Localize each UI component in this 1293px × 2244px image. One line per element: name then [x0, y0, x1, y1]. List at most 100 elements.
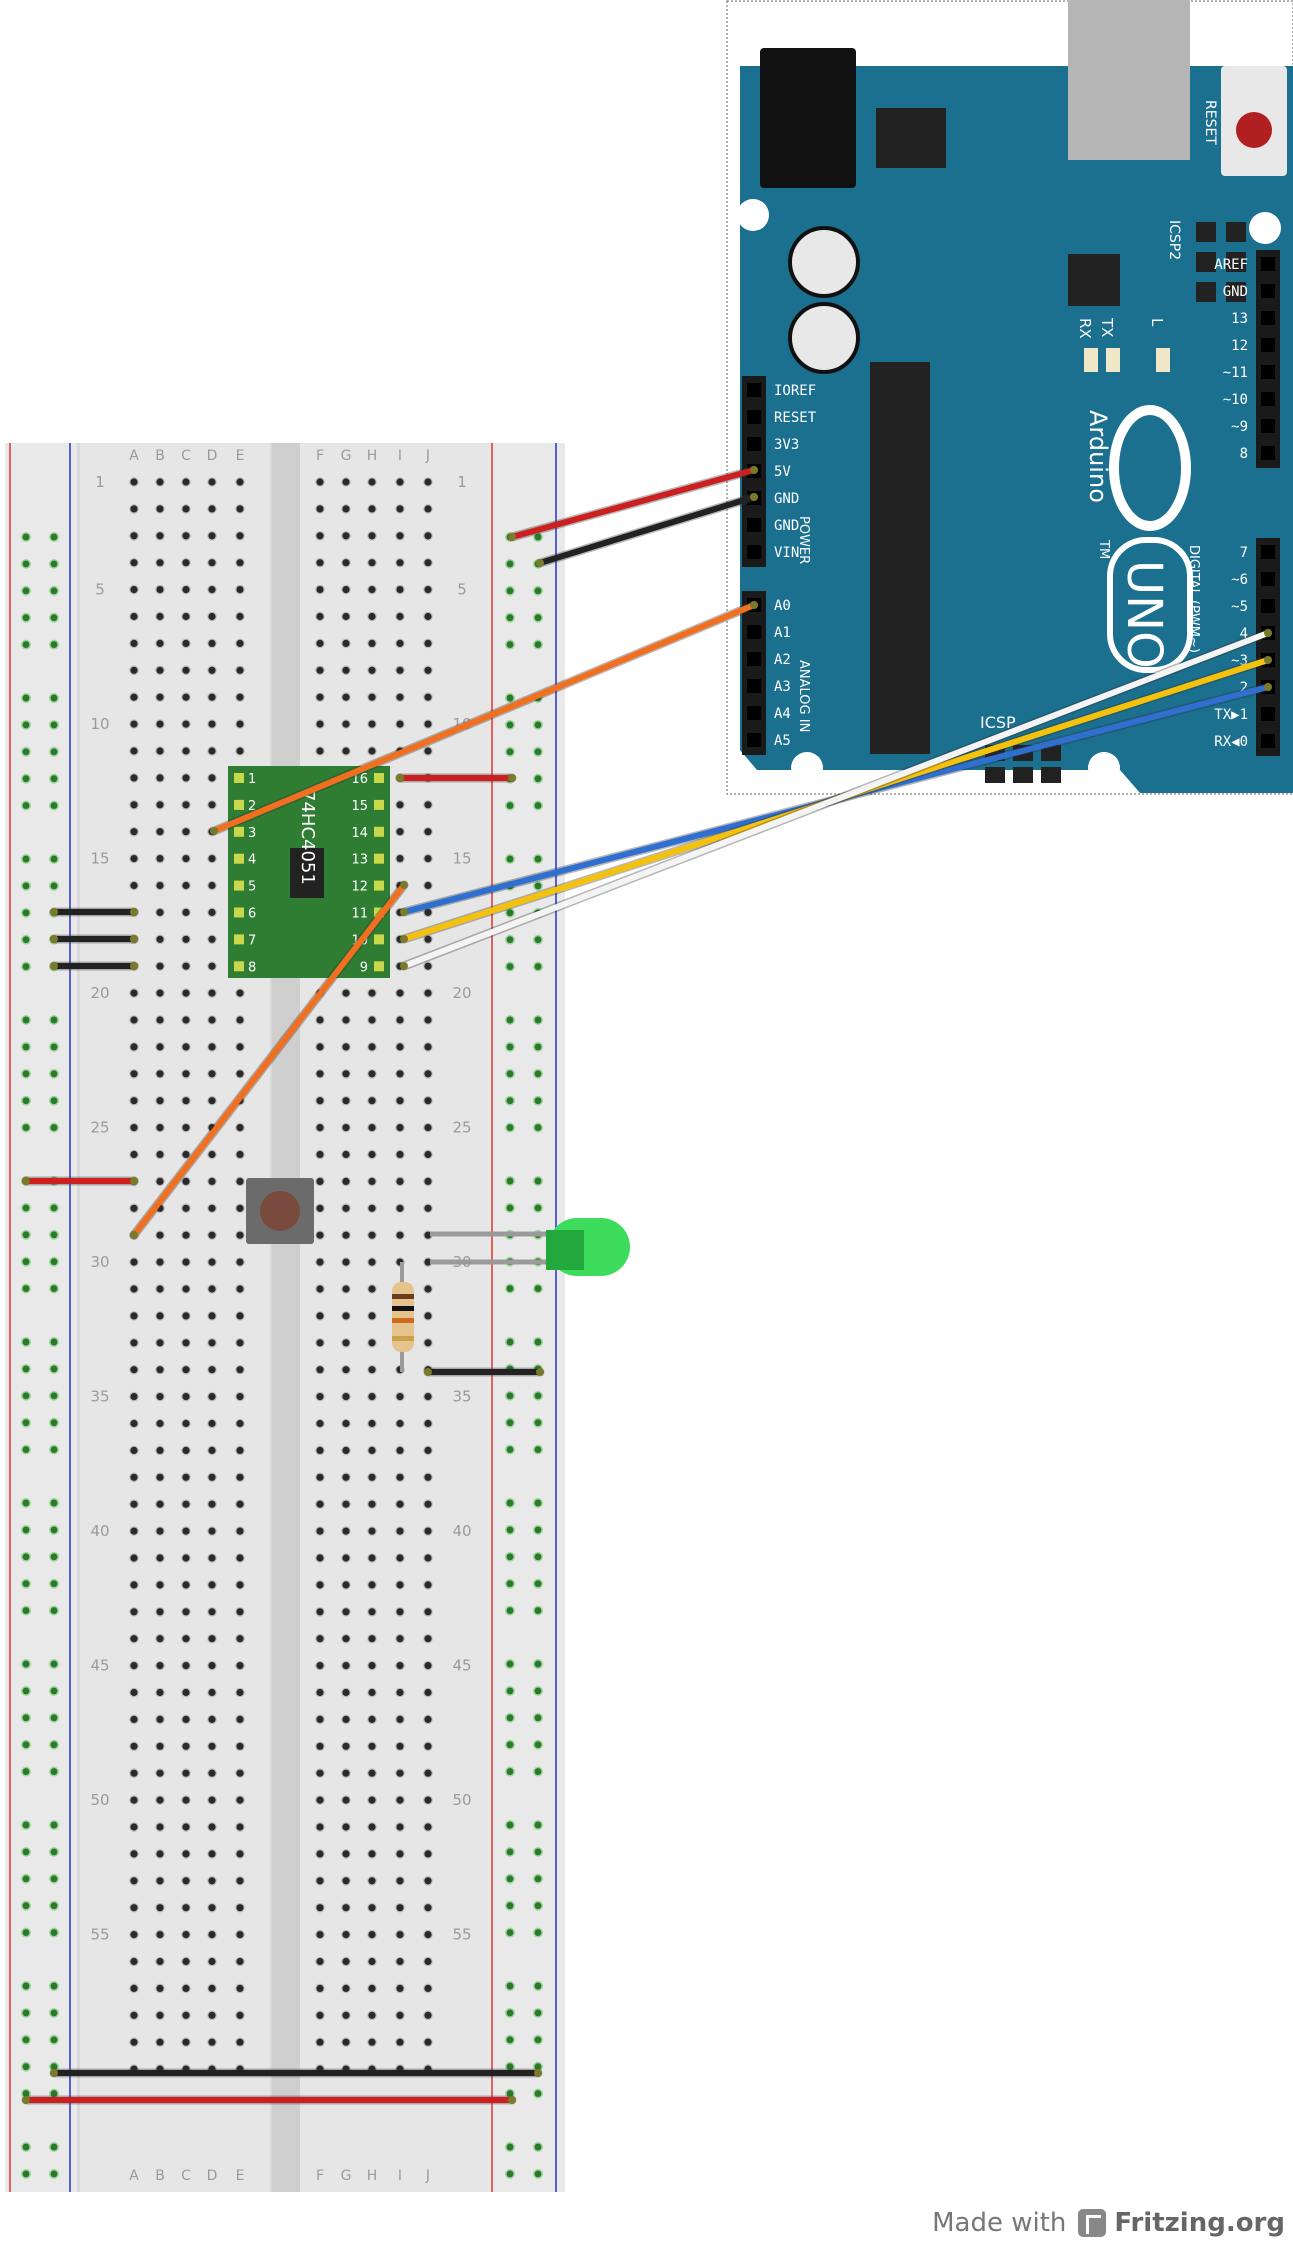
- breadboard-hole: [129, 1633, 139, 1644]
- rail-hole: [21, 773, 31, 784]
- breadboard-hole: [129, 1849, 139, 1859]
- breadboard-hole: [207, 504, 217, 514]
- breadboard-hole: [367, 1338, 377, 1348]
- board-led-label: L: [1148, 318, 1166, 327]
- breadboard-hole: [181, 1230, 191, 1240]
- rail-hole: [505, 1551, 515, 1562]
- breadboard-hole: [129, 1714, 139, 1725]
- rail-hole: [505, 1927, 515, 1938]
- rail-hole: [533, 1659, 543, 1669]
- row-number: 50: [452, 1791, 471, 1809]
- digital-bottom-pin-label: RX◀0: [1214, 734, 1248, 750]
- breadboard-hole: [341, 504, 351, 514]
- breadboard-hole: [207, 1499, 217, 1509]
- breadboard-hole: [367, 1983, 377, 1994]
- breadboard-hole: [341, 1553, 351, 1563]
- rail-hole: [505, 585, 515, 596]
- breadboard-hole: [341, 1956, 351, 1967]
- usb-chip: [1068, 254, 1120, 306]
- digital-bottom-pin: [1261, 545, 1275, 559]
- breadboard-hole: [341, 1822, 351, 1832]
- breadboard-hole: [129, 1526, 139, 1536]
- breadboard-hole: [129, 1741, 139, 1752]
- breadboard-hole: [155, 1714, 165, 1725]
- breadboard-hole: [155, 1553, 165, 1563]
- breadboard-hole: [423, 1902, 433, 1913]
- breadboard-hole: [423, 1660, 433, 1671]
- breadboard-hole: [423, 1633, 433, 1644]
- breadboard-hole: [155, 1472, 165, 1483]
- column-letter: B: [155, 448, 165, 464]
- breadboard-hole: [235, 530, 245, 541]
- breadboard-hole: [367, 1822, 377, 1832]
- breadboard-hole: [395, 1956, 405, 1967]
- breadboard-hole: [181, 557, 191, 568]
- rail-hole: [505, 1712, 515, 1723]
- rail-hole: [21, 1766, 31, 1777]
- breadboard-hole: [129, 611, 139, 622]
- breadboard-hole: [235, 1338, 245, 1348]
- breadboard-hole: [207, 1553, 217, 1563]
- analog-pin-label: A3: [774, 679, 791, 695]
- breadboard-hole: [423, 1499, 433, 1509]
- row-number: 55: [90, 1926, 109, 1944]
- reset-button-cap: [1236, 112, 1272, 148]
- rail-hole: [21, 1551, 31, 1562]
- chip-pin-label: 9: [360, 960, 368, 975]
- breadboard-hole: [235, 504, 245, 514]
- breadboard-hole: [341, 1069, 351, 1079]
- breadboard-hole: [155, 1176, 165, 1187]
- rail-hole: [49, 1900, 59, 1911]
- rail-hole: [49, 773, 59, 784]
- components: 74HC405112345678161514131211109: [228, 766, 630, 1372]
- rail-hole: [49, 2168, 59, 2179]
- breadboard-hole: [129, 1580, 139, 1590]
- breadboard-hole: [155, 1876, 165, 1886]
- breadboard-hole: [207, 853, 217, 864]
- chip-pin: [374, 853, 384, 864]
- breadboard-hole: [235, 1714, 245, 1725]
- rail-hole: [21, 1873, 31, 1884]
- chip-pin-label: 3: [248, 826, 256, 841]
- breadboard-hole: [367, 1687, 377, 1698]
- breadboard-hole: [235, 746, 245, 756]
- breadboard-hole: [181, 1042, 191, 1052]
- breadboard-hole: [395, 1526, 405, 1536]
- breadboard-hole: [181, 1338, 191, 1348]
- breadboard-hole: [181, 1391, 191, 1402]
- chip-pin-label: 12: [351, 880, 368, 895]
- breadboard-hole: [181, 1956, 191, 1967]
- rail-hole: [533, 1095, 543, 1106]
- analog-header-title: ANALOG IN: [796, 660, 811, 732]
- breadboard-hole: [235, 1445, 245, 1456]
- rail-hole: [21, 1095, 31, 1106]
- wire-gnd: [537, 494, 757, 566]
- column-letter: H: [367, 2168, 378, 2184]
- breadboard-hole: [129, 1284, 139, 1294]
- rail-hole: [505, 693, 515, 703]
- breadboard-hole: [341, 1176, 351, 1187]
- breadboard-hole: [155, 1015, 165, 1025]
- rail-hole: [505, 2142, 515, 2152]
- rail-hole: [505, 1417, 515, 1428]
- rail-hole: [21, 2061, 31, 2072]
- rail-hole: [505, 2168, 515, 2179]
- breadboard-hole: [207, 1042, 217, 1052]
- breadboard-hole: [367, 692, 377, 702]
- wire-gnd-1-end: [130, 908, 138, 916]
- breadboard-hole: [367, 988, 377, 998]
- breadboard-hole: [181, 853, 191, 864]
- breadboard-hole: [207, 961, 217, 971]
- breadboard-hole: [129, 1472, 139, 1483]
- wire-button-end: [400, 881, 408, 889]
- breadboard-hole: [367, 1015, 377, 1025]
- mount-hole: [791, 752, 823, 784]
- rail-hole: [49, 1659, 59, 1669]
- wire-5v: [509, 467, 757, 540]
- rail-hole: [533, 2168, 543, 2179]
- rail-hole: [533, 961, 543, 972]
- digital-top-pin: [1261, 311, 1275, 325]
- rail-hole: [21, 1229, 31, 1240]
- breadboard-hole: [207, 1768, 217, 1778]
